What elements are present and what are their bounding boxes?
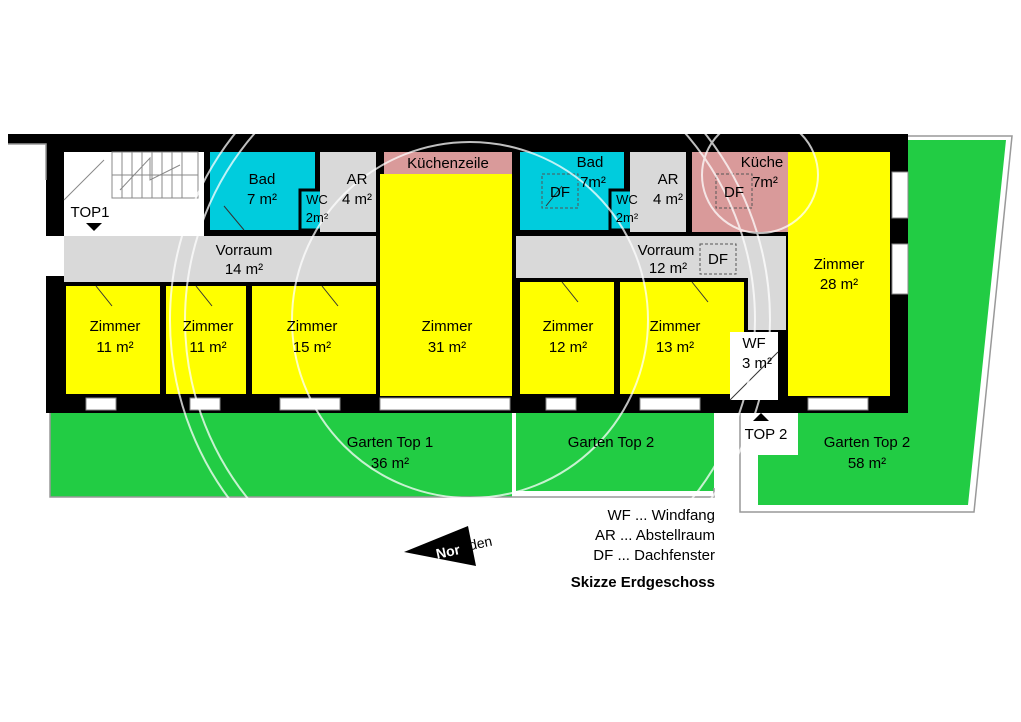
- north-arrow-icon: [404, 526, 476, 566]
- stairs: [63, 151, 199, 201]
- bad2-area: [520, 152, 624, 230]
- garden-outline-2: [739, 135, 1013, 513]
- garten1-area-label: 36 m²: [371, 455, 409, 472]
- ar1-area-label: 4 m²: [342, 191, 372, 208]
- wf-name: WF: [742, 335, 765, 352]
- garden-top1-area: [50, 413, 512, 497]
- north-label-part2: den: [467, 533, 493, 554]
- zimmer4-name: Zimmer: [422, 318, 473, 335]
- bad1-name: Bad: [249, 171, 276, 188]
- wc2-area-label: 2m²: [616, 210, 639, 225]
- kueche-area: [692, 152, 788, 232]
- garden-outline: [49, 413, 715, 498]
- ar1-name: AR: [347, 171, 368, 188]
- zimmer7-name: Zimmer: [814, 256, 865, 273]
- left-outline: [8, 143, 47, 180]
- bad2-area-label: 7m²: [580, 174, 606, 191]
- zimmer1-name: Zimmer: [90, 318, 141, 335]
- garden-top2-area: [516, 413, 714, 491]
- watermark-logo: [169, 19, 819, 621]
- zimmer3-area-label: 15 m²: [293, 339, 331, 356]
- zimmer6-area: [620, 282, 744, 394]
- zimmer7-area: [788, 152, 890, 396]
- zimmer1-area: [66, 286, 160, 394]
- vorraum2-area: [516, 236, 786, 278]
- legend-ar: AR ... Abstellraum: [595, 527, 715, 544]
- north-label-part1: Nor: [434, 541, 461, 562]
- vorraum1-area-label: 14 m²: [225, 261, 263, 278]
- kuechenzeile-name: Küchenzeile: [407, 155, 489, 172]
- entrance-top2-arrow-icon: [753, 413, 769, 421]
- outer-wall-top: [8, 134, 908, 144]
- zimmer6-name: Zimmer: [650, 318, 701, 335]
- zimmer4-area: [380, 174, 512, 396]
- ar2-area-label: 4 m²: [653, 191, 683, 208]
- plan-caption: Skizze Erdgeschoss: [571, 574, 715, 591]
- garten2b-name: Garten Top 2: [824, 434, 910, 451]
- zimmer6-area-label: 13 m²: [656, 339, 694, 356]
- stairwell: [64, 152, 204, 236]
- zimmer5-area: [520, 282, 614, 394]
- vorraum1-name: Vorraum: [216, 242, 273, 259]
- zimmer2-area: [166, 286, 246, 394]
- entrance-top1-arrow-icon: [86, 223, 102, 231]
- bad1-area: [210, 152, 315, 230]
- kueche-name: Küche: [741, 154, 784, 171]
- kueche-area-label: 7m²: [752, 174, 778, 191]
- wf-area-label: 3 m²: [742, 355, 772, 372]
- wc1-area-label: 2m²: [306, 210, 329, 225]
- df-vorraum2-label: DF: [708, 251, 728, 268]
- zimmer7-area-label: 28 m²: [820, 276, 858, 293]
- door-swings: [95, 185, 779, 401]
- zimmer2-area-label: 11 m²: [189, 339, 226, 356]
- bad1-area-label: 7 m²: [247, 191, 277, 208]
- df-bad2-label: DF: [550, 184, 570, 201]
- ar2-name: AR: [658, 171, 679, 188]
- legend-wf: WF ... Windfang: [607, 507, 715, 524]
- wc1-name: WC: [306, 192, 328, 207]
- zimmer2-name: Zimmer: [183, 318, 234, 335]
- windows: [85, 171, 909, 411]
- df-kueche-label: DF: [724, 184, 744, 201]
- df-kueche-box: [715, 173, 753, 209]
- vorraum2-area-label: 12 m²: [649, 260, 687, 277]
- zimmer4-area-label: 31 m²: [428, 339, 466, 356]
- kuechenzeile-area: [384, 152, 512, 174]
- zimmer3-name: Zimmer: [287, 318, 338, 335]
- wc2-name: WC: [616, 192, 638, 207]
- df-bad2-box: [541, 173, 579, 209]
- bad2-name: Bad: [577, 154, 604, 171]
- df-vorraum2-box: [699, 243, 737, 275]
- garten1-name: Garten Top 1: [347, 434, 433, 451]
- entrance-top2-label: TOP 2: [745, 426, 788, 443]
- entrance-top1-label: TOP1: [71, 204, 110, 221]
- garten2b-area-label: 58 m²: [848, 455, 886, 472]
- entrance-top1-gap: [46, 236, 66, 276]
- garten2a-name: Garten Top 2: [568, 434, 654, 451]
- zimmer1-area-label: 11 m²: [96, 339, 133, 356]
- zimmer5-area-label: 12 m²: [549, 339, 587, 356]
- garden-top2-large-area: [758, 140, 1006, 505]
- vorraum2-name: Vorraum: [638, 242, 695, 259]
- zimmer5-name: Zimmer: [543, 318, 594, 335]
- vorraum1-area: [64, 236, 376, 282]
- ar1-area: [320, 152, 376, 232]
- ar2-area: [630, 152, 686, 232]
- zimmer3-area: [252, 286, 376, 394]
- legend-df: DF ... Dachfenster: [593, 547, 715, 564]
